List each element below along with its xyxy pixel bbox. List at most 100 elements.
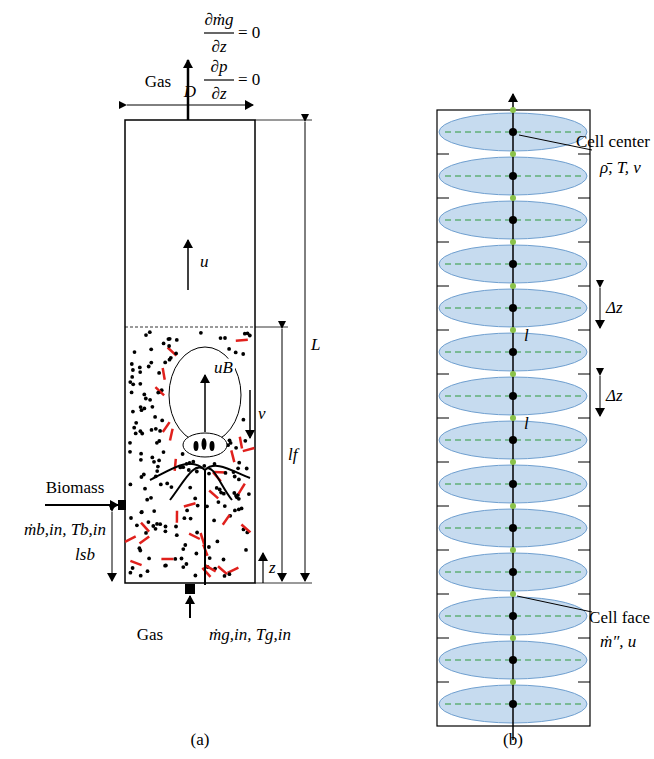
- panel-label: (b): [503, 731, 523, 750]
- cell-center-dot: [509, 392, 517, 400]
- biomass-particle: [209, 491, 218, 499]
- face-tick: [578, 418, 590, 419]
- cell-center-dot: [509, 480, 517, 488]
- face-tick: [578, 242, 590, 243]
- cell-face-dot: [510, 591, 516, 597]
- bed-particle: [228, 438, 232, 442]
- bed-particle: [188, 486, 192, 490]
- face-tick: [437, 506, 449, 507]
- bed-particle: [139, 574, 143, 578]
- bed-particle: [199, 331, 203, 335]
- bed-particle: [139, 452, 143, 456]
- dimension-arrow: [600, 288, 601, 328]
- face-tick: [578, 154, 590, 155]
- bed-particle: [162, 342, 166, 346]
- biomass-particle: [231, 450, 234, 462]
- cell-face-dot: [510, 239, 516, 245]
- face-tick: [578, 638, 590, 639]
- bed-particle: [164, 525, 168, 529]
- bed-particle: [138, 549, 142, 553]
- bed-particle: [241, 352, 245, 356]
- biomass-particle: [239, 484, 245, 494]
- face-tick: [437, 462, 449, 463]
- cell-face-dot: [510, 283, 516, 289]
- bed-particle: [131, 410, 135, 414]
- bed-particle: [181, 452, 185, 456]
- bed-particle: [163, 564, 167, 568]
- callout-label: Cell center: [576, 133, 650, 152]
- inlet-condition: ṁb,in, Tb,in: [24, 521, 106, 540]
- bed-particle: [223, 336, 227, 340]
- biomass-particle: [240, 437, 242, 449]
- bed-particle: [148, 398, 152, 402]
- dimension-label: Δz: [606, 387, 623, 406]
- face-tick: [437, 286, 449, 287]
- bed-particle: [167, 337, 171, 341]
- cell-center-dot: [509, 304, 517, 312]
- cell-face-dot: [510, 459, 516, 465]
- leader-line: [517, 596, 592, 612]
- flow-label: Gas: [137, 626, 163, 645]
- bed-particle: [129, 571, 133, 575]
- axis-label: z: [269, 559, 276, 578]
- bed-particle: [148, 330, 152, 334]
- bed-particle: [155, 522, 159, 526]
- bed-particle: [233, 475, 237, 479]
- bed-particle: [144, 397, 148, 401]
- bed-particle: [237, 508, 241, 512]
- bed-particle: [149, 496, 153, 500]
- bed-particle: [157, 371, 161, 375]
- bed-particle: [222, 558, 226, 562]
- bed-particle: [181, 565, 185, 569]
- variable-label: ṁ″, u: [600, 633, 636, 652]
- bed-particle: [207, 545, 211, 549]
- bed-particle: [154, 527, 158, 531]
- cell-face-dot: [510, 547, 516, 553]
- flow-label: Gas: [145, 73, 171, 92]
- math-label: ∂ṁg: [204, 11, 233, 30]
- bed-particle: [234, 446, 238, 450]
- cell-center-dot: [509, 216, 517, 224]
- bed-particle: [175, 533, 179, 537]
- face-tick: [437, 154, 449, 155]
- bed-particle: [187, 468, 191, 472]
- biomass-particle: [163, 422, 170, 432]
- bed-particle: [150, 456, 154, 460]
- bed-particle: [194, 574, 198, 578]
- biomass-particle: [163, 368, 165, 380]
- bed-particle: [138, 382, 142, 386]
- biomass-particle: [228, 568, 239, 573]
- flow-label: Biomass: [46, 479, 105, 498]
- bed-particle: [224, 471, 228, 475]
- biomass-particle: [205, 565, 215, 571]
- bed-particle: [223, 504, 227, 508]
- bed-particle: [157, 459, 161, 463]
- bed-particle: [185, 509, 189, 513]
- dimension-arrow: [600, 376, 601, 416]
- bed-particle: [130, 375, 134, 379]
- cell-face-dot: [510, 107, 516, 113]
- bed-particle: [180, 557, 184, 561]
- bed-particle: [174, 525, 178, 529]
- face-tick: [578, 550, 590, 551]
- bed-particle: [147, 520, 151, 524]
- velocity-label: v: [256, 405, 268, 424]
- cell-center-dot: [509, 656, 517, 664]
- biomass-particle: [202, 568, 210, 577]
- bed-particle: [140, 510, 144, 514]
- bed-particle: [132, 426, 136, 430]
- bed-particle: [181, 547, 185, 551]
- bed-particle: [129, 516, 133, 520]
- bed-particle: [243, 439, 247, 443]
- bed-particle: [189, 517, 193, 521]
- bed-particle: [175, 338, 179, 342]
- bed-particle: [149, 347, 153, 351]
- bed-particle: [236, 466, 240, 470]
- biomass-particle: [141, 523, 149, 532]
- index-label: l: [524, 327, 529, 346]
- bed-particle: [144, 531, 148, 535]
- bed-particle: [170, 485, 174, 489]
- bed-particle: [134, 432, 138, 436]
- biomass-particle: [201, 533, 205, 544]
